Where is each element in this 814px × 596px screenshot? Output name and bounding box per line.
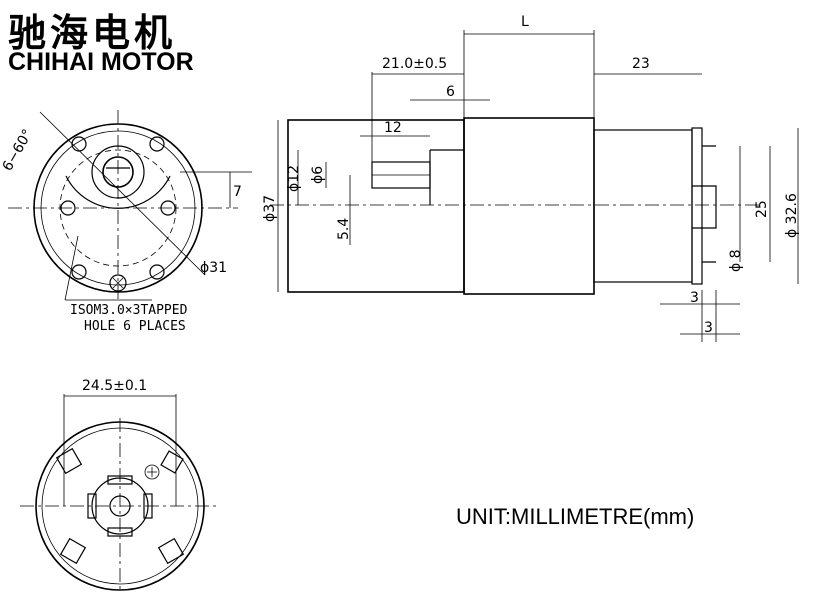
- rear-pad: [160, 450, 184, 474]
- brand-chinese-name: 驰海电机: [8, 11, 177, 55]
- boss-diameter-label: ϕ12: [286, 165, 302, 192]
- mounting-hole: [149, 136, 165, 152]
- rear-plus-marker: [144, 464, 160, 480]
- endcap-offset-dims: [660, 290, 740, 342]
- pcd-label: ϕ31: [200, 260, 227, 276]
- end-cap: [691, 127, 703, 285]
- mounting-hole: [71, 264, 87, 280]
- hole-note-leader: [64, 235, 152, 301]
- gearbox-diameter-label: ϕ37: [262, 195, 278, 222]
- mounting-hole: [71, 136, 87, 152]
- flat-label: 5.4: [336, 218, 352, 240]
- brand-english-name: CHIHAI MOTOR: [8, 48, 194, 76]
- brush-span-dim: [63, 394, 177, 506]
- mounting-hole: [149, 264, 165, 280]
- bearing-boss-label: ϕ 8: [728, 249, 744, 272]
- hole-note-line2: HOLE 6 PLACES: [84, 319, 186, 334]
- rear-pad: [157, 537, 185, 565]
- collar-label: 6: [446, 84, 455, 100]
- bearing-boss: [692, 185, 717, 229]
- hole-cross: [112, 277, 124, 289]
- brush-span-label: 24.5±0.1: [82, 378, 147, 394]
- side-view: L 21.0±0.5 23 6 12 ϕ37 ϕ12 ϕ6 5.4 25 ϕ 8…: [262, 14, 800, 342]
- motor-length-label: 23: [632, 56, 650, 72]
- endcap-offset-label-1: 3: [690, 290, 699, 306]
- terminal-span-label: 25: [754, 200, 770, 218]
- motor-body: [593, 129, 693, 283]
- gearbox-length-label: 21.0±0.5: [382, 56, 447, 72]
- terminals: [702, 145, 716, 263]
- pcd-leader-line: [39, 111, 206, 276]
- rear-pad: [59, 537, 87, 565]
- shaft-diameter-label: ϕ6: [310, 166, 326, 184]
- rear-pad: [55, 447, 83, 475]
- side-extension-lines: [371, 30, 595, 165]
- length-label: L: [521, 14, 529, 30]
- endcap-offset-label-2: 3: [704, 320, 713, 336]
- plus-sign: [147, 467, 157, 477]
- motor-diameter-label: ϕ 32.6: [784, 193, 800, 238]
- offset-dimension-line: [180, 171, 252, 208]
- shaft-boss-outline: [429, 149, 464, 205]
- front-view: 6−60° 7 ϕ31 ISOM3.0×3TAPPED HOLE 6 PLACE…: [0, 110, 252, 334]
- hole-note-line1: ISOM3.0×3TAPPED: [70, 303, 188, 318]
- motor-can: [463, 117, 595, 295]
- gearbox-body: [287, 119, 465, 293]
- rear-view: 24.5±0.1: [20, 378, 220, 592]
- offset-label: 7: [233, 184, 242, 200]
- angle-label: 6−60°: [0, 127, 36, 174]
- unit-note: UNIT:MILLIMETRE(mm): [456, 504, 695, 529]
- shaft-length-label: 12: [384, 120, 402, 136]
